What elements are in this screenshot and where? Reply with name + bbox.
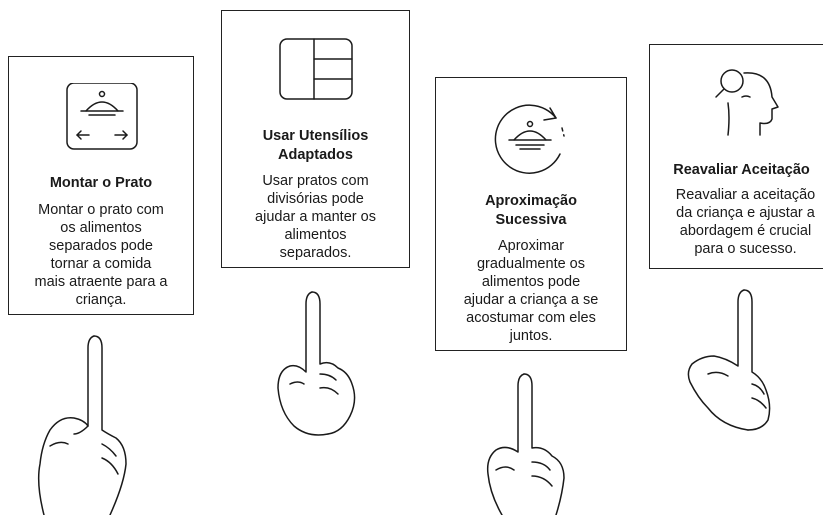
card-title: Montar o Prato — [49, 175, 153, 191]
card-description: Aproximar gradualmente os alimentos pode… — [463, 238, 599, 344]
card-title: Aproximação Sucessiva — [485, 193, 577, 228]
pointing-hand-1 — [37, 335, 127, 515]
card-title: Usar Utensílios Adaptados — [262, 128, 369, 163]
step-card-montar-prato: Montar o Prato Montar o prato com os ali… — [8, 56, 194, 315]
pointing-hand-3 — [486, 373, 565, 515]
step-card-reavaliar-aceitacao: Reavaliar Aceitação Reavaliar a aceitaçã… — [649, 44, 823, 269]
serving-tray-cycle-icon — [436, 96, 626, 181]
card-description: Reavaliar a aceitação da criança e ajust… — [675, 187, 816, 257]
head-magnifier-icon — [650, 67, 823, 147]
step-card-utensilios-adaptados: Usar Utensílios Adaptados Usar pratos co… — [221, 10, 410, 268]
pointing-hand-2 — [277, 291, 356, 436]
divided-plate-icon — [222, 37, 409, 112]
card-title: Reavaliar Aceitação — [673, 162, 810, 178]
card-description: Usar pratos com divisórias pode ajudar a… — [255, 173, 376, 261]
step-card-aproximacao-sucessiva: Aproximação Sucessiva Aproximar gradualm… — [435, 77, 627, 351]
pointing-hand-4 — [687, 289, 771, 431]
card-description: Montar o prato com os alimentos separado… — [34, 202, 168, 308]
serving-tray-arrows-icon — [9, 82, 193, 158]
